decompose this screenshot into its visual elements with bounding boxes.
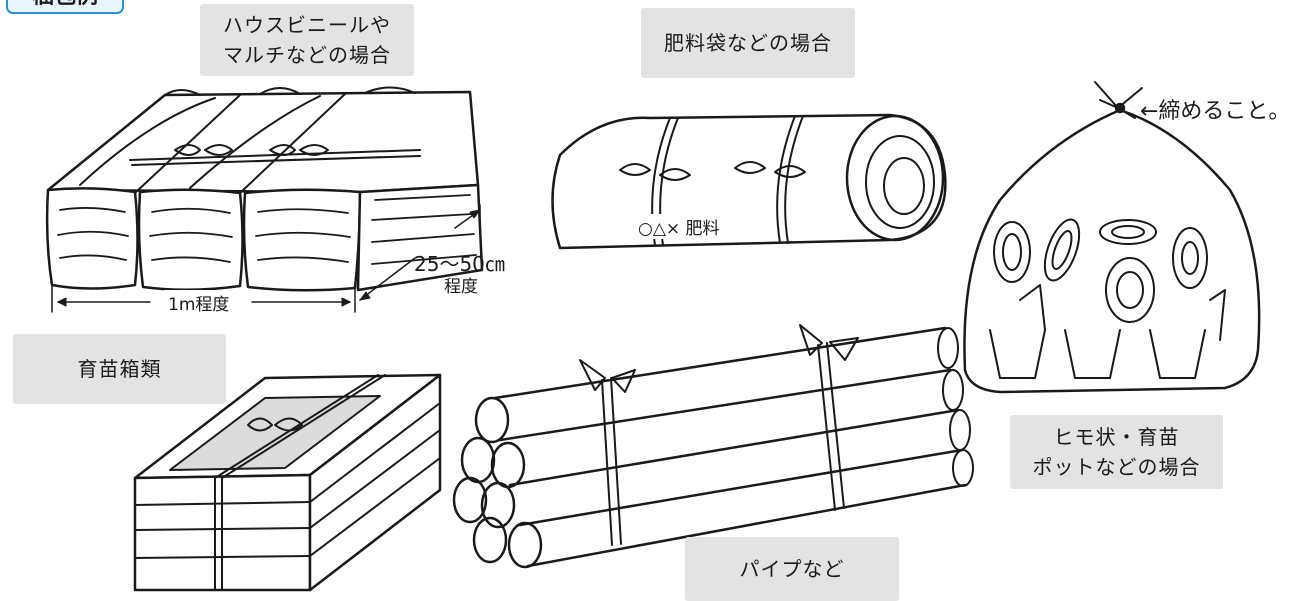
- caption-seedling-box: 育苗箱類: [13, 334, 226, 404]
- height-dimension-suffix: 程度: [444, 277, 478, 297]
- caption-string-pot-line1: ヒモ状・育苗: [1053, 425, 1180, 449]
- height-dimension: 25〜50㎝: [414, 252, 505, 276]
- pipe-bundle-drawing: [452, 324, 974, 569]
- caption-string-pot-line2: ポットなどの場合: [1032, 455, 1201, 479]
- legend-badge: 梱包例: [6, 0, 124, 14]
- caption-fertilizer-bag: 肥料袋などの場合: [641, 8, 855, 78]
- width-dimension: 1m程度: [164, 290, 234, 315]
- caption-seedling-box-text: 育苗箱類: [77, 357, 162, 381]
- bag-label: ○△× 肥料: [636, 214, 722, 239]
- caption-house-vinyl-line1: ハウスビニールや: [223, 13, 391, 37]
- caption-house-vinyl: ハウスビニールや マルチなどの場合: [200, 4, 414, 76]
- caption-fertilizer-bag-text: 肥料袋などの場合: [664, 31, 832, 55]
- caption-house-vinyl-line2: マルチなどの場合: [223, 43, 391, 67]
- caption-pipe-text: パイプなど: [739, 557, 845, 581]
- vinyl-roll-bundle-drawing: [45, 86, 484, 313]
- caption-pipe: パイプなど: [685, 537, 899, 601]
- caption-string-pot: ヒモ状・育苗 ポットなどの場合: [1010, 415, 1223, 489]
- fertilizer-bag-drawing: [551, 113, 947, 250]
- tied-bag-drawing: [963, 81, 1261, 394]
- seedling-box-stack-drawing: [133, 373, 442, 592]
- tie-note: ←締めること。: [1140, 99, 1291, 124]
